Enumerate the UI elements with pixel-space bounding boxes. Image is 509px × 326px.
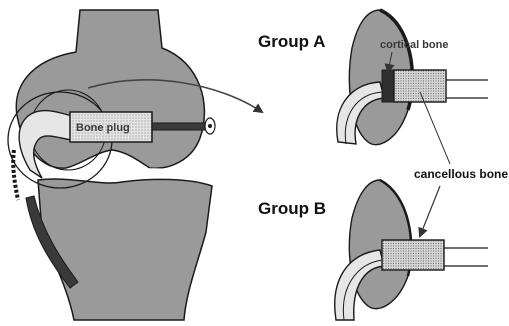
cancellous-bone-label: cancellous bone bbox=[414, 167, 508, 181]
femur bbox=[16, 10, 204, 168]
group-a-label: Group A bbox=[258, 32, 325, 51]
group-a-cancellous-plug bbox=[394, 70, 446, 102]
joint-space bbox=[30, 169, 212, 176]
cancellous-leader-a bbox=[420, 92, 450, 164]
tibia bbox=[38, 179, 212, 320]
graft-suture-chain bbox=[13, 150, 18, 200]
group-b-label: Group B bbox=[258, 199, 326, 218]
group-b-detail bbox=[335, 180, 488, 320]
group-a-detail: cortical bone bbox=[337, 10, 488, 145]
group-a-cortical-segment bbox=[382, 70, 394, 102]
cancellous-leader-b bbox=[420, 186, 440, 236]
group-b-cancellous-plug bbox=[382, 240, 444, 270]
femoral-tunnel bbox=[152, 123, 208, 130]
exit-button-center bbox=[208, 124, 212, 128]
bone-plug-label: Bone plug bbox=[76, 122, 130, 134]
cortical-bone-label: cortical bone bbox=[380, 39, 448, 51]
knee-joint: Bone plug bbox=[8, 10, 262, 320]
